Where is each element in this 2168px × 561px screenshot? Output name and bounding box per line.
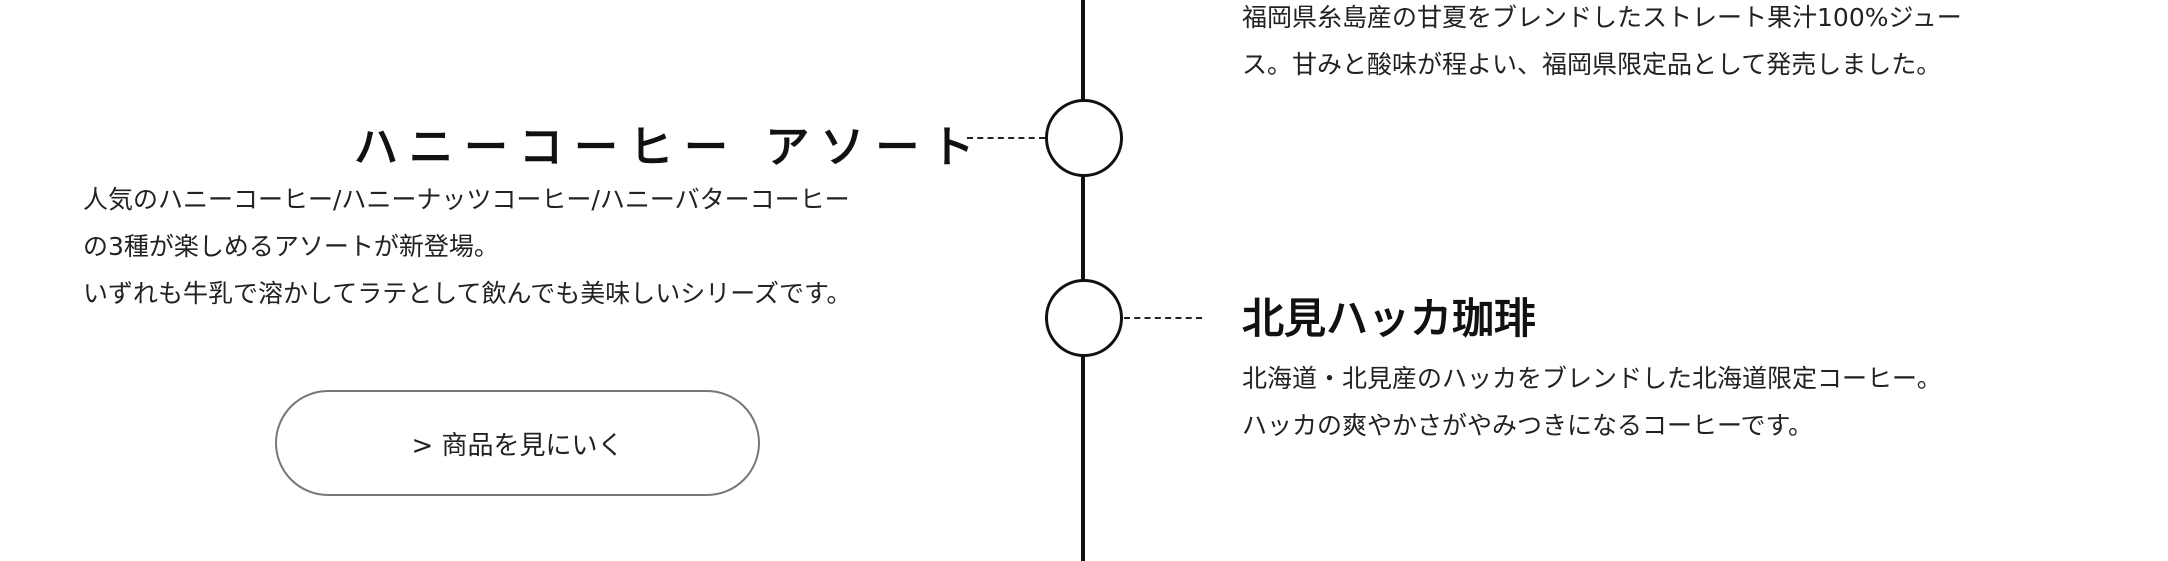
hakka-coffee-description: 北海道・北見産のハッカをブレンドした北海道限定コーヒー。 ハッカの爽やかさがやみ… (1242, 355, 1942, 449)
honey-coffee-description: 人気のハニーコーヒー/ハニーナッツコーヒー/ハニーバターコーヒー の3種が楽しめ… (83, 176, 852, 317)
top-item-description: 福岡県糸島産の甘夏をブレンドしたストレート果汁100%ジュー ス。甘みと酸味が程… (1242, 0, 1962, 88)
honey-coffee-title: ハニーコーヒー アソート (354, 122, 986, 173)
view-product-button[interactable]: > 商品を見にいく (275, 390, 760, 496)
description-line: ハッカの爽やかさがやみつきになるコーヒーです。 (1242, 411, 1814, 440)
connector-dash-right (1124, 317, 1202, 319)
description-line: いずれも牛乳で溶かしてラテとして飲んでも美味しいシリーズです。 (83, 279, 852, 308)
connector-dash-left (967, 137, 1045, 139)
timeline-node-hakka (1045, 279, 1123, 357)
description-line: 北海道・北見産のハッカをブレンドした北海道限定コーヒー。 (1242, 364, 1942, 393)
description-line: 人気のハニーコーヒー/ハニーナッツコーヒー/ハニーバターコーヒー (83, 185, 850, 214)
description-line: 福岡県糸島産の甘夏をブレンドしたストレート果汁100%ジュー (1242, 3, 1962, 32)
timeline-node-honey (1045, 99, 1123, 177)
description-line: ス。甘みと酸味が程よい、福岡県限定品として発売しました。 (1242, 50, 1942, 79)
view-product-label: > 商品を見にいく (411, 430, 624, 461)
description-line: の3種が楽しめるアソートが新登場。 (83, 232, 499, 261)
hakka-coffee-title: 北見ハッカ珈琲 (1242, 294, 1537, 343)
